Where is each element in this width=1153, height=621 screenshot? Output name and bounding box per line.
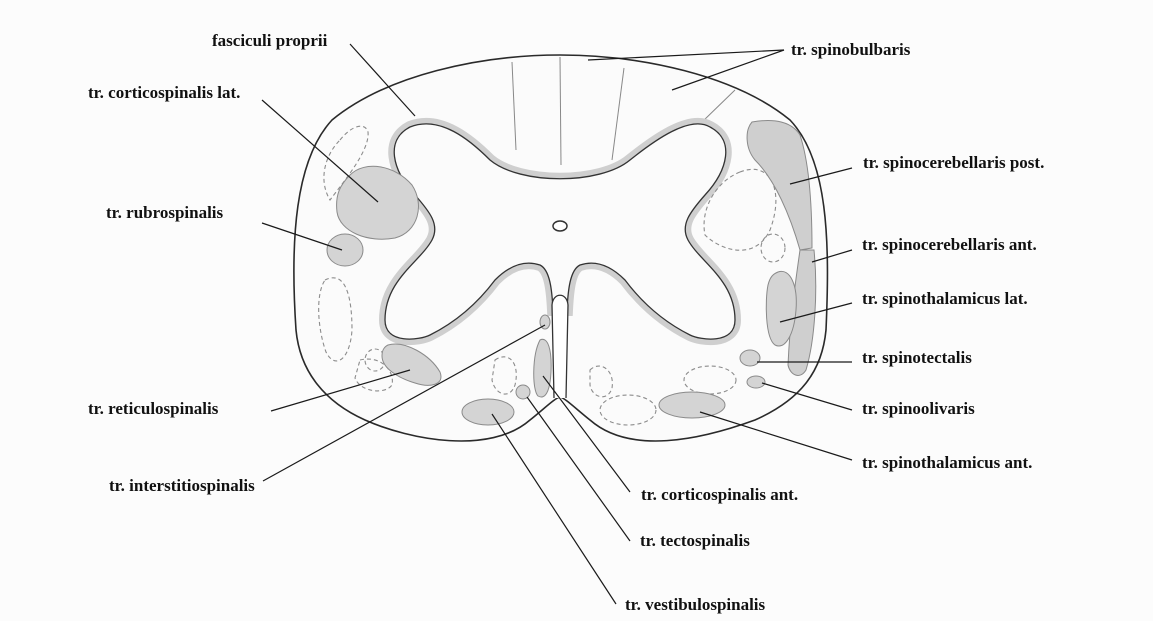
label-corticospinalis-lat: tr. corticospinalis lat. — [88, 83, 240, 102]
tract-rubrospinalis — [327, 234, 363, 266]
label-corticospinalis-ant: tr. corticospinalis ant. — [641, 485, 798, 504]
label-vestibulospinalis: tr. vestibulospinalis — [625, 595, 766, 614]
tract-tectospinalis — [516, 385, 530, 399]
label-reticulospinalis: tr. reticulospinalis — [88, 399, 219, 418]
label-interstitiospinalis: tr. interstitiospinalis — [109, 476, 255, 495]
tract-spinoolivaris — [747, 376, 765, 388]
anterior-median-fissure — [552, 295, 568, 398]
tract-corticospinalis-ant — [534, 339, 551, 397]
tract-vestibulospinalis — [462, 399, 514, 425]
label-spinocerebellaris-ant: tr. spinocerebellaris ant. — [862, 235, 1037, 254]
label-spinothalamicus-ant: tr. spinothalamicus ant. — [862, 453, 1032, 472]
label-spinoolivaris: tr. spinoolivaris — [862, 399, 975, 418]
tract-spinothalamicus-ant — [659, 392, 725, 418]
label-spinothalamicus-lat: tr. spinothalamicus lat. — [862, 289, 1028, 308]
label-rubrospinalis: tr. rubrospinalis — [106, 203, 224, 222]
label-fasciculi-proprii: fasciculi proprii — [212, 31, 328, 50]
label-spinocerebellaris-post: tr. spinocerebellaris post. — [863, 153, 1044, 172]
central-canal — [553, 221, 567, 231]
tract-spinotectalis — [740, 350, 760, 366]
label-spinobulbaris: tr. spinobulbaris — [791, 40, 911, 59]
label-tectospinalis: tr. tectospinalis — [640, 531, 750, 550]
label-spinotectalis: tr. spinotectalis — [862, 348, 972, 367]
